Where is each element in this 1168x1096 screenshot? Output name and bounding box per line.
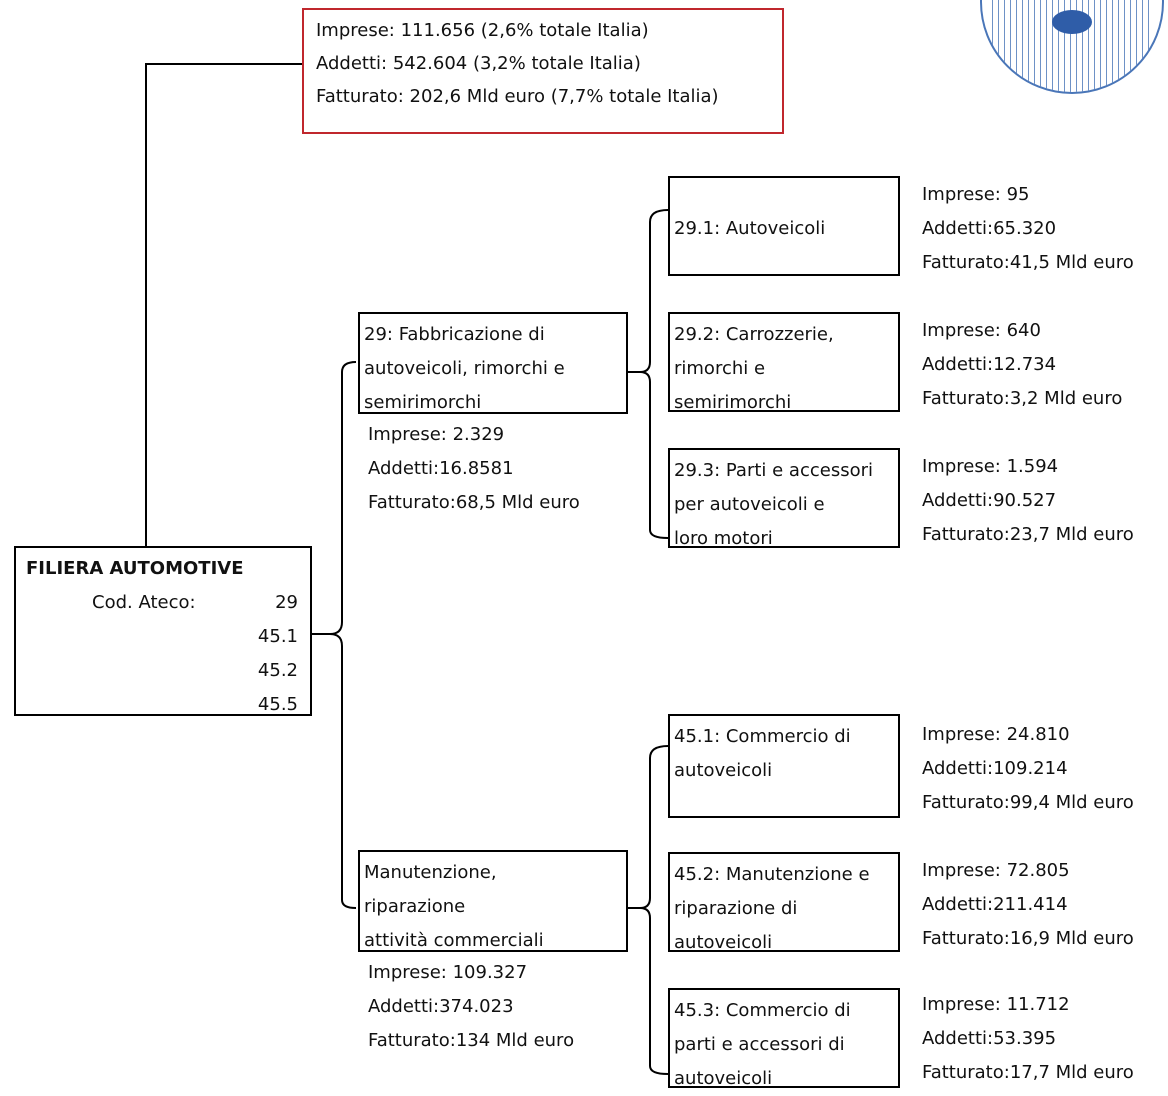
summary-imprese: Imprese: 111.656 (2,6% totale Italia) [316,20,649,41]
summary-addetti: Addetti: 542.604 (3,2% totale Italia) [316,53,641,74]
stat-fatturato: Fatturato:41,5 Mld euro [922,252,1134,273]
branch-29-label-3: semirimorchi [364,392,482,413]
cod-45-2: 45.2 [257,660,298,681]
summary-box: Imprese: 111.656 (2,6% totale Italia) Ad… [302,8,784,134]
node-45-2-label-1: 45.2: Manutenzione e [674,864,870,885]
node-45-3-stats: Imprese: 11.712 Addetti:53.395 Fatturato… [922,988,1134,1090]
branch-29-label-1: 29: Fabbricazione di [364,324,545,345]
node-45-2-box: 45.2: Manutenzione e riparazione di auto… [668,852,900,953]
summary-fatturato: Fatturato: 202,6 Mld euro (7,7% totale I… [316,86,719,107]
node-29-2-label-3: semirimorchi [674,392,792,413]
node-45-2-label-3: autoveicoli [674,932,773,953]
stat-imprese: Imprese: 72.805 [922,860,1070,881]
cod-45-1: 45.1 [257,626,298,647]
node-45-1-stats: Imprese: 24.810 Addetti:109.214 Fatturat… [922,718,1134,820]
node-45-3-box: 45.3: Commercio di parti e accessori di … [668,988,900,1089]
stat-fatturato: Fatturato:68,5 Mld euro [368,492,580,513]
stat-addetti: Addetti:65.320 [922,218,1057,239]
cod-ateco-label: Cod. Ateco: [92,592,196,613]
stat-fatturato: Fatturato:134 Mld euro [368,1030,575,1051]
node-29-1-label: 29.1: Autoveicoli [674,218,826,239]
stat-imprese: Imprese: 11.712 [922,994,1070,1015]
node-29-1-stats: Imprese: 95 Addetti:65.320 Fatturato:41,… [922,178,1134,280]
node-29-3-box: 29.3: Parti e accessori per autoveicoli … [668,448,900,549]
stat-addetti: Addetti:374.023 [368,996,514,1017]
stat-fatturato: Fatturato:16,9 Mld euro [922,928,1134,949]
node-29-3-label-1: 29.3: Parti e accessori [674,460,873,481]
stat-addetti: Addetti:90.527 [922,490,1057,511]
node-45-1-box: 45.1: Commercio di autoveicoli [668,714,900,818]
stat-imprese: Imprese: 109.327 [368,962,528,983]
stat-fatturato: Fatturato:99,4 Mld euro [922,792,1134,813]
stat-addetti: Addetti:109.214 [922,758,1068,779]
node-29-2-label-1: 29.2: Carrozzerie, [674,324,834,345]
cod-29: 29 [275,592,298,613]
branch-45-stats: Imprese: 109.327 Addetti:374.023 Fattura… [368,956,574,1058]
node-45-3-label-3: autoveicoli [674,1068,773,1089]
node-29-3-label-2: per autoveicoli e [674,494,825,515]
node-45-1-label-1: 45.1: Commercio di [674,726,851,747]
branch-45-bracket [628,745,669,1075]
branch-45-label-1: Manutenzione, [364,862,497,883]
node-29-2-stats: Imprese: 640 Addetti:12.734 Fatturato:3,… [922,314,1122,416]
branch-45-label-2: riparazione [364,896,466,917]
node-29-2-label-2: rimorchi e [674,358,766,379]
stat-addetti: Addetti:12.734 [922,354,1057,375]
stat-fatturato: Fatturato:3,2 Mld euro [922,388,1123,409]
branch-29-label-2: autoveicoli, rimorchi e [364,358,565,379]
summary-connector [145,63,302,546]
branch-45-box: Manutenzione, riparazione attività comme… [358,850,628,952]
stat-imprese: Imprese: 1.594 [922,456,1059,477]
node-45-3-label-1: 45.3: Commercio di [674,1000,851,1021]
stat-imprese: Imprese: 640 [922,320,1041,341]
stat-imprese: Imprese: 24.810 [922,724,1070,745]
stat-imprese: Imprese: 95 [922,184,1030,205]
node-29-3-stats: Imprese: 1.594 Addetti:90.527 Fatturato:… [922,450,1134,552]
stat-addetti: Addetti:211.414 [922,894,1068,915]
branch-29-box: 29: Fabbricazione di autoveicoli, rimorc… [358,312,628,414]
stat-addetti: Addetti:16.8581 [368,458,514,479]
stat-fatturato: Fatturato:23,7 Mld euro [922,524,1134,545]
stat-imprese: Imprese: 2.329 [368,424,505,445]
root-box: FILIERA AUTOMOTIVE Cod. Ateco: 29 45.1 45… [14,546,312,716]
branch-29-stats: Imprese: 2.329 Addetti:16.8581 Fatturato… [368,418,580,520]
node-29-1-box: 29.1: Autoveicoli [668,176,900,276]
cod-45-5: 45.5 [257,694,298,715]
circular-striped-logo-icon [980,0,1164,94]
node-45-1-label-2: autoveicoli [674,760,773,781]
node-45-3-label-2: parti e accessori di [674,1034,845,1055]
node-45-2-stats: Imprese: 72.805 Addetti:211.414 Fatturat… [922,854,1134,956]
root-bracket [312,361,357,909]
branch-45-label-3: attività commerciali [364,930,544,951]
node-45-2-label-2: riparazione di [674,898,798,919]
root-title: FILIERA AUTOMOTIVE [26,558,244,579]
branch-29-bracket [628,209,669,539]
node-29-2-box: 29.2: Carrozzerie, rimorchi e semirimorc… [668,312,900,413]
stat-fatturato: Fatturato:17,7 Mld euro [922,1062,1134,1083]
node-29-3-label-3: loro motori [674,528,773,549]
stat-addetti: Addetti:53.395 [922,1028,1057,1049]
